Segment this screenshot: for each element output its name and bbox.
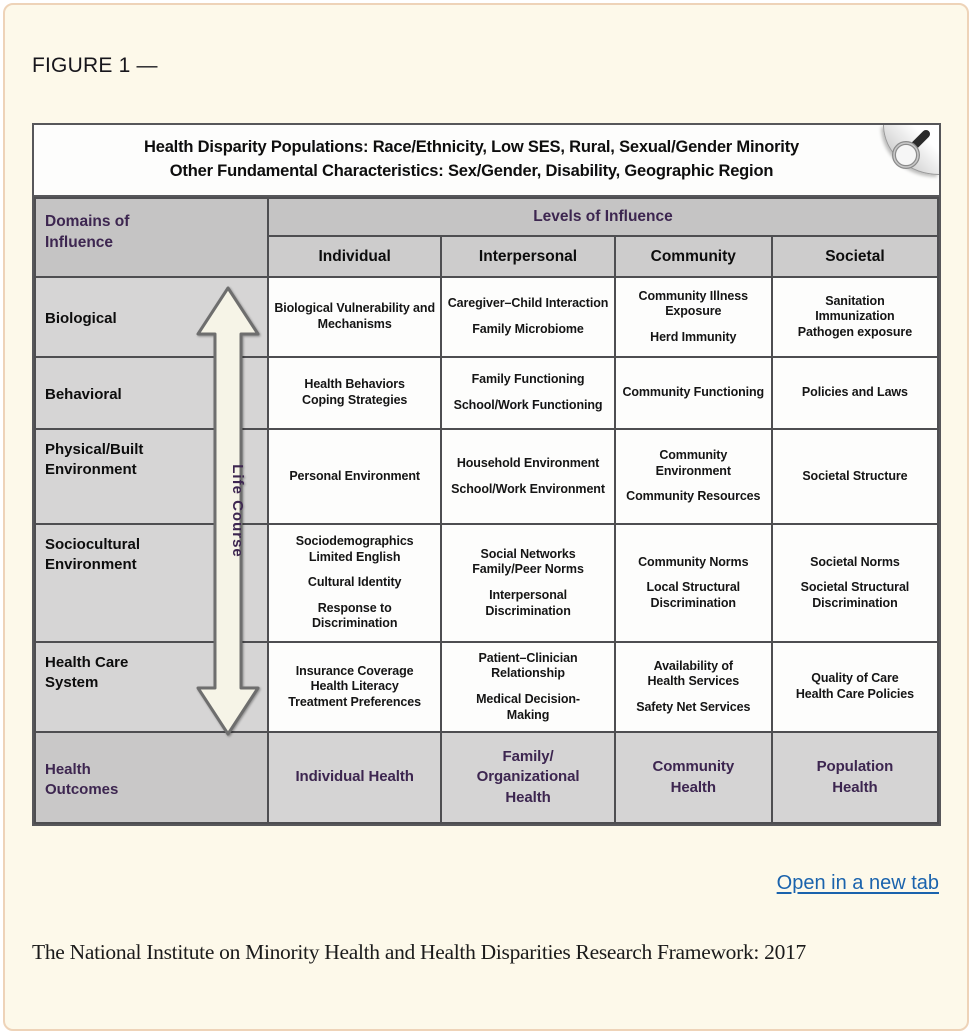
framework-cell: Population Health	[770, 731, 940, 824]
cell-text: Community Norms	[638, 554, 749, 569]
cell-text: Societal Structural Discrimination	[800, 580, 910, 610]
cell-text: Household Environment	[456, 455, 600, 470]
zoom-corner-button[interactable]	[883, 125, 939, 175]
cell-text: Caregiver–Child Interaction	[447, 296, 609, 311]
framework-table: Domains of Influence Levels of Influence…	[34, 197, 940, 824]
cell-text: Sanitation Immunization Pathogen exposur…	[797, 293, 913, 339]
cell-text: Interpersonal Discrimination	[485, 588, 571, 618]
figure-title-line2: Other Fundamental Characteristics: Sex/G…	[169, 162, 774, 180]
cell-text: Policies and Laws	[801, 385, 908, 400]
life-course-arrow: Life Course	[196, 286, 260, 736]
cell-text: Availability of Health Services	[647, 658, 740, 689]
open-new-tab-link[interactable]: Open in a new tab	[776, 872, 939, 894]
figure-label: FIGURE 1 —	[32, 54, 158, 77]
cell-text: Insurance Coverage Health Literacy Treat…	[288, 663, 421, 709]
framework-cell: Community Health	[613, 731, 773, 824]
cell-text: Family/ Organizational Health	[476, 748, 580, 806]
cell-text: Sociodemographics Limited English	[295, 533, 414, 564]
cell-text: Family Functioning	[471, 372, 585, 387]
domain-label: Health Outcomes	[34, 731, 269, 824]
levels-of-influence-header: Levels of Influence	[266, 197, 940, 237]
cell-text: Quality of Care Health Care Policies	[795, 671, 915, 701]
column-header-individual: Individual	[266, 235, 443, 278]
framework-cell: Community Functioning	[613, 356, 773, 430]
framework-cell: Personal Environment	[266, 428, 443, 525]
cell-text: Community Environment	[655, 448, 731, 478]
framework-cell: Quality of Care Health Care Policies	[770, 641, 940, 733]
cell-text: Biological Vulnerability and Mechanisms	[274, 301, 435, 331]
figure-title-line1: Health Disparity Populations: Race/Ethni…	[144, 138, 799, 157]
cell-text: Safety Net Services	[636, 699, 751, 714]
cell-text: Herd Immunity	[650, 329, 737, 344]
figure-card: FIGURE 1 — Health Disparity Populations:…	[3, 3, 969, 1031]
cell-text: Population Health	[816, 758, 894, 796]
cell-text: Community Functioning	[622, 385, 765, 400]
link-row: Open in a new tab	[5, 872, 939, 895]
cell-text: Personal Environment	[289, 468, 420, 483]
framework-cell: Family/ Organizational Health	[440, 731, 616, 824]
cell-text: Patient–Clinician Relationship	[478, 650, 578, 681]
framework-cell: Policies and Laws	[770, 356, 940, 430]
cell-text: Societal Norms	[810, 554, 900, 569]
cell-text: Social Networks Family/Peer Norms	[472, 546, 584, 577]
framework-cell: Health Behaviors Coping Strategies	[266, 356, 443, 430]
framework-figure: Health Disparity Populations: Race/Ethni…	[32, 123, 941, 826]
table-row: Health Outcomes Individual Health Family/ …	[34, 731, 940, 824]
magnifier-icon	[892, 130, 930, 169]
cell-text: Family Microbiome	[472, 322, 584, 336]
life-course-label: Life Course	[229, 464, 246, 558]
framework-cell: Individual Health	[266, 731, 443, 824]
cell-text: Local Structural Discrimination	[646, 580, 741, 610]
domains-of-influence-header: Domains of Influence	[34, 197, 269, 278]
cell-text: Cultural Identity	[307, 575, 402, 590]
figure-title: Health Disparity Populations: Race/Ethni…	[34, 125, 939, 197]
cell-text: Societal Structure	[802, 468, 908, 483]
framework-cell: Societal Structure	[770, 428, 940, 525]
column-header-interpersonal: Interpersonal	[440, 235, 616, 278]
cell-text: Response to Discrimination	[311, 600, 398, 631]
cell-text: Health Behaviors Coping Strategies	[302, 377, 408, 407]
cell-text: School/Work Functioning	[453, 398, 603, 412]
framework-cell: Insurance Coverage Health Literacy Treat…	[266, 641, 443, 733]
cell-text: Community Resources	[626, 489, 761, 504]
column-header-societal: Societal	[770, 235, 940, 278]
cell-text: Medical Decision- Making	[476, 692, 580, 722]
figure-caption: The National Institute on Minority Healt…	[32, 940, 806, 964]
framework-cell: Sanitation Immunization Pathogen exposur…	[770, 276, 940, 358]
framework-cell: Biological Vulnerability and Mechanisms	[266, 276, 443, 358]
cell-text: Community Health	[652, 758, 735, 796]
column-header-community: Community	[613, 235, 773, 278]
cell-text: Community Illness Exposure	[638, 288, 749, 319]
cell-text: School/Work Environment	[451, 481, 605, 496]
cell-text: Individual Health	[295, 768, 414, 786]
